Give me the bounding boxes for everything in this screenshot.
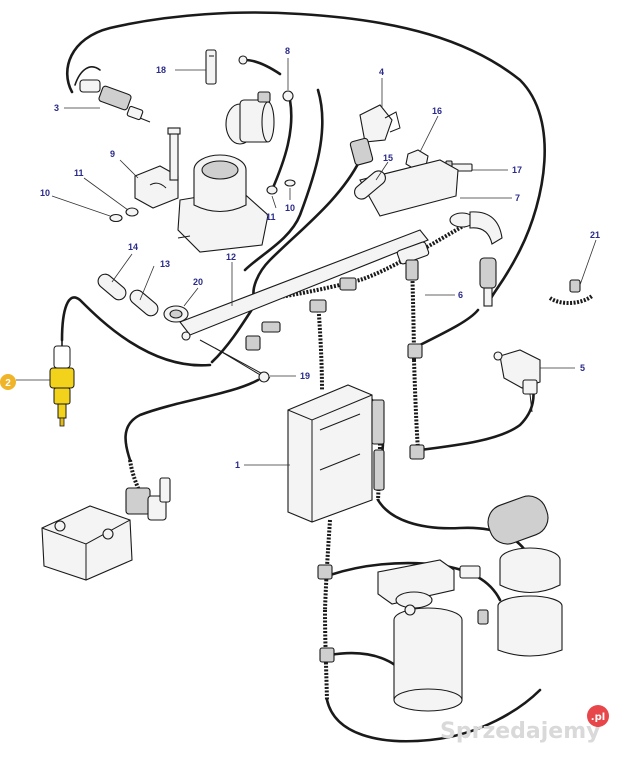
part-1-ecu [287,384,385,523]
throttle-housing [167,127,269,253]
part-10-washer-right [284,179,296,187]
fuel-filter-right [459,495,563,657]
part-6-t-connector [396,241,430,281]
part-19-bolt [214,347,270,383]
part-10-washer-left [109,213,123,223]
callout-5: 5 [580,363,585,373]
part-3-temperature-sender [79,79,151,123]
callout-1: 1 [235,460,240,470]
callout-12: 12 [226,252,236,262]
part-11-nut-right [266,185,278,195]
callout-10-left: 10 [40,188,50,198]
fuel-filter-left [377,559,463,712]
part-13-spacer [129,289,159,317]
watermark: Sprzedajemy .pl [440,705,609,744]
valve-block [41,477,171,581]
part-9-clamp [134,165,179,209]
callout-11-left: 11 [74,168,84,178]
callout-17: 17 [512,165,522,175]
callout-4: 4 [379,67,384,77]
watermark-badge-text: .pl [591,712,605,723]
callout-2: 2 [5,378,11,389]
leader-lines [16,58,597,466]
part-8-cable-terminal [238,55,294,102]
callout-10-right: 10 [285,203,295,213]
inline-connectors [245,277,489,663]
watermark-text: Sprzedajemy [440,719,601,744]
callout-14: 14 [128,242,138,252]
highlight-badge-2 [0,374,16,390]
callout-7: 7 [515,193,520,203]
part-18-bracket [205,49,217,85]
watermark-badge [587,705,609,727]
part-11-nut-left [125,207,139,217]
callout-3: 3 [54,103,59,113]
part-2-sensor-highlighted [49,339,75,427]
callout-9: 9 [110,149,115,159]
callout-19: 19 [300,371,310,381]
part-14-spacer [97,273,127,301]
part-4-connector [349,104,401,166]
callout-11-right: 11 [266,212,276,222]
callout-15: 15 [383,153,393,163]
callout-6: 6 [458,290,463,300]
callout-8: 8 [285,46,290,56]
part-21-cable-clamp [548,279,594,305]
callout-13: 13 [160,259,170,269]
solenoid [225,91,275,145]
callout-21: 21 [590,230,600,240]
part-20-clip [163,305,189,323]
callout-labels: 1 2 3 4 5 6 7 8 9 10 10 11 11 12 13 14 1… [0,46,600,470]
part-5-sensor [493,349,541,413]
callout-18: 18 [156,65,166,75]
callout-20: 20 [193,277,203,287]
callout-16: 16 [432,106,442,116]
part-12-bracket [179,229,429,379]
